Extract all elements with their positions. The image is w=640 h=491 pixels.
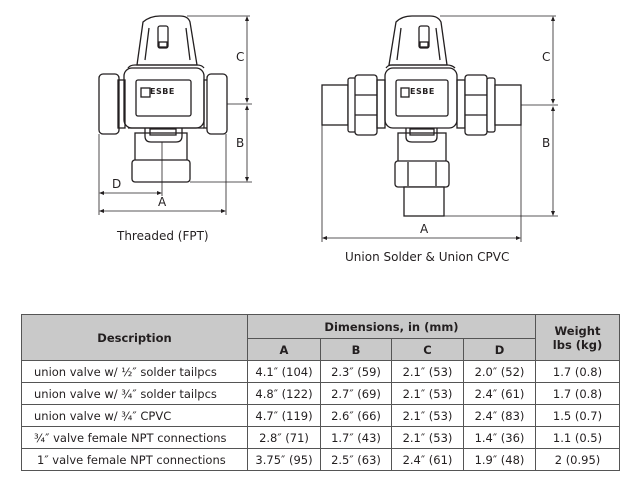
cell-a: 3.75″ (95) bbox=[247, 448, 321, 471]
cell-description: 1″ valve female NPT connections bbox=[21, 448, 248, 471]
cell-d: 1.9″ (48) bbox=[463, 448, 536, 471]
table-row: 1″ valve female NPT connections 3.75″ (9… bbox=[21, 448, 620, 471]
esbe-logo-left: ESBE bbox=[150, 87, 175, 96]
dim-label-c-left: C bbox=[236, 50, 245, 64]
cell-a: 2.8″ (71) bbox=[247, 426, 321, 449]
cell-d: 1.4″ (36) bbox=[463, 426, 536, 449]
header-weight-line1: Weight bbox=[554, 323, 601, 338]
cell-d: 2.4″ (83) bbox=[463, 404, 536, 427]
cell-a: 4.1″ (104) bbox=[247, 360, 321, 383]
dimensions-table: Description Dimensions, in (mm) Weight l… bbox=[21, 314, 620, 471]
cell-weight: 2 (0.95) bbox=[535, 448, 620, 471]
cell-c: 2.1″ (53) bbox=[391, 382, 464, 405]
header-col-d: D bbox=[463, 338, 536, 361]
cell-b: 2.5″ (63) bbox=[320, 448, 392, 471]
cell-b: 2.7″ (69) bbox=[320, 382, 392, 405]
cell-a: 4.8″ (122) bbox=[247, 382, 321, 405]
cell-a: 4.7″ (119) bbox=[247, 404, 321, 427]
table-row: union valve w/ ½″ solder tailpcs 4.1″ (1… bbox=[21, 360, 620, 383]
cell-c: 2.4″ (61) bbox=[391, 448, 464, 471]
cell-c: 2.1″ (53) bbox=[391, 360, 464, 383]
header-col-c: C bbox=[391, 338, 464, 361]
cell-c: 2.1″ (53) bbox=[391, 426, 464, 449]
cell-weight: 1.1 (0.5) bbox=[535, 426, 620, 449]
cell-b: 1.7″ (43) bbox=[320, 426, 392, 449]
header-weight: Weight lbs (kg) bbox=[535, 314, 620, 361]
table-row: union valve w/ ¾″ CPVC 4.7″ (119) 2.6″ (… bbox=[21, 404, 620, 427]
cell-description: union valve w/ ½″ solder tailpcs bbox=[21, 360, 248, 383]
cell-b: 2.6″ (66) bbox=[320, 404, 392, 427]
cell-weight: 1.7 (0.8) bbox=[535, 382, 620, 405]
header-weight-line2: lbs (kg) bbox=[552, 337, 603, 352]
esbe-logo-right: ESBE bbox=[410, 87, 435, 96]
cell-description: union valve w/ ¾″ solder tailpcs bbox=[21, 382, 248, 405]
table-row: union valve w/ ¾″ solder tailpcs 4.8″ (1… bbox=[21, 382, 620, 405]
cell-description: ¾″ valve female NPT connections bbox=[21, 426, 248, 449]
caption-threaded: Threaded (FPT) bbox=[117, 229, 209, 243]
dim-label-a-right: A bbox=[420, 222, 429, 236]
cell-weight: 1.7 (0.8) bbox=[535, 360, 620, 383]
dim-label-a-left: A bbox=[158, 195, 167, 209]
dim-label-d-left: D bbox=[112, 177, 122, 191]
cell-description: union valve w/ ¾″ CPVC bbox=[21, 404, 248, 427]
dim-label-b-left: B bbox=[236, 136, 245, 150]
union-valve-drawing bbox=[321, 15, 558, 242]
dim-label-b-right: B bbox=[542, 136, 551, 150]
caption-union: Union Solder & Union CPVC bbox=[345, 250, 510, 264]
cell-d: 2.4″ (61) bbox=[463, 382, 536, 405]
cell-weight: 1.5 (0.7) bbox=[535, 404, 620, 427]
header-col-a: A bbox=[247, 338, 321, 361]
header-dimensions: Dimensions, in (mm) bbox=[247, 314, 536, 339]
threaded-valve-drawing bbox=[98, 15, 252, 215]
valve-drawings bbox=[98, 15, 558, 242]
header-col-b: B bbox=[320, 338, 392, 361]
table-row: ¾″ valve female NPT connections 2.8″ (71… bbox=[21, 426, 620, 449]
cell-c: 2.1″ (53) bbox=[391, 404, 464, 427]
cell-b: 2.3″ (59) bbox=[320, 360, 392, 383]
header-description: Description bbox=[21, 314, 248, 361]
dim-label-c-right: C bbox=[542, 50, 551, 64]
cell-d: 2.0″ (52) bbox=[463, 360, 536, 383]
